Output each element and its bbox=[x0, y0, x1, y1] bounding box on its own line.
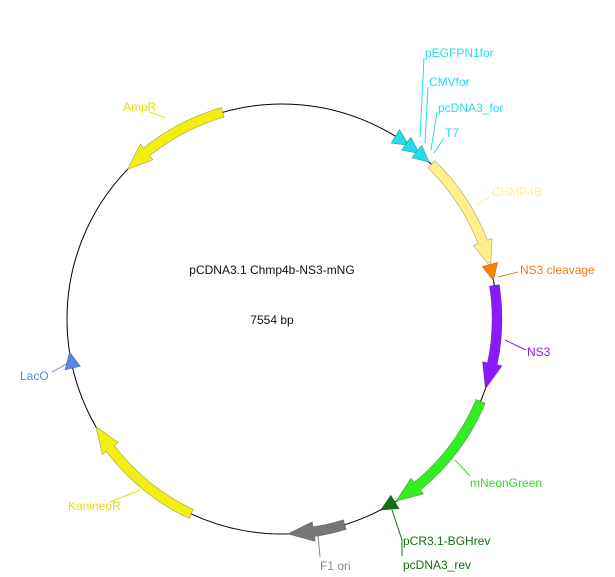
laco-label[interactable]: LacO bbox=[20, 369, 49, 383]
cmvfor-leader-line bbox=[424, 86, 429, 144]
ns3-label[interactable]: NS3 bbox=[527, 345, 551, 359]
ampr-label[interactable]: AmpR bbox=[123, 100, 157, 114]
laco-feature[interactable] bbox=[64, 351, 82, 371]
pcdna3rev-label[interactable]: pcDNA3_rev bbox=[403, 558, 472, 572]
mneongreen-feature[interactable] bbox=[395, 399, 486, 502]
ns3cleavage-leader-line bbox=[497, 271, 519, 278]
ampr-leader-line bbox=[149, 111, 166, 119]
pegfpn1for-label[interactable]: pEGFPN1for bbox=[425, 46, 494, 60]
ns3cleavage-label[interactable]: NS3 cleavage bbox=[520, 263, 595, 277]
ns3cleavage-feature[interactable] bbox=[481, 261, 499, 282]
plasmid-size: 7554 bp bbox=[250, 313, 294, 327]
mneongreen-leader-line bbox=[454, 459, 471, 477]
chmp4b-feature[interactable] bbox=[427, 160, 493, 268]
ampr-feature[interactable] bbox=[126, 107, 225, 171]
pcdna3for-feature[interactable] bbox=[411, 144, 430, 163]
pcr31bghrev-feature[interactable] bbox=[380, 494, 400, 511]
cmvfor-feature[interactable] bbox=[401, 136, 420, 155]
f1ori-label[interactable]: F1 ori bbox=[320, 559, 351, 573]
t7-label[interactable]: T7 bbox=[445, 126, 460, 140]
t7-leader-line bbox=[433, 137, 445, 154]
pcr31bghrev-leader-line bbox=[391, 509, 403, 541]
plasmid-title: pCDNA3.1 Chmp4b-NS3-mNG bbox=[189, 263, 355, 277]
kanineor-label[interactable]: KanineoR bbox=[68, 499, 121, 513]
pcdna3for-label[interactable]: pcDNA3_for bbox=[438, 101, 504, 115]
pegfpn1for-feature[interactable] bbox=[390, 128, 410, 146]
f1ori-leader-line bbox=[317, 534, 321, 558]
chmp4b-leader-line bbox=[474, 196, 491, 207]
ns3-leader-line bbox=[504, 339, 527, 351]
ns3-feature[interactable] bbox=[482, 284, 503, 390]
pegfpn1for-leader-line bbox=[419, 57, 425, 138]
kanineor-feature[interactable] bbox=[95, 425, 194, 519]
f1ori-feature[interactable] bbox=[286, 519, 347, 542]
pcr31bghrev-label[interactable]: pCR3.1-BGHrev bbox=[403, 534, 491, 548]
cmvfor-label[interactable]: CMVfor bbox=[429, 75, 470, 89]
mneongreen-label[interactable]: mNeonGreen bbox=[470, 476, 543, 490]
kanineor-leader-line bbox=[109, 489, 141, 503]
pcdna3for-leader-line bbox=[430, 111, 438, 151]
chmp4b-label[interactable]: CHMP4B bbox=[492, 185, 543, 199]
